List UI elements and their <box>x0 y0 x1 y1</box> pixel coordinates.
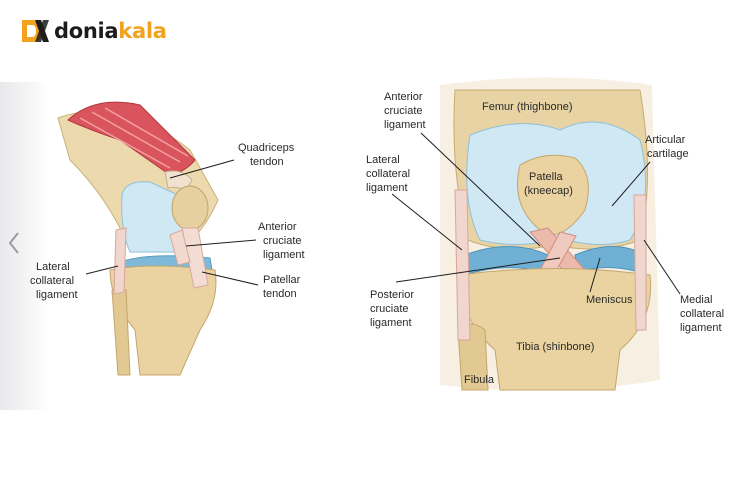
leader-articular-cartilage <box>611 161 651 207</box>
label-fibula: Fibula <box>464 374 495 386</box>
leader-medial-collateral-ligament <box>643 239 681 295</box>
leader-patellar-tendon <box>201 271 259 286</box>
leader-quadriceps-tendon <box>169 159 235 179</box>
front-view-illustration <box>440 77 660 391</box>
label-lateral-collateral-ligament-front: Lateral collateral ligament <box>366 154 413 194</box>
label-quadriceps-tendon: Quadriceps tendon <box>238 142 297 168</box>
label-posterior-cruciate-ligament: Posterior cruciate ligament <box>370 289 417 329</box>
side-view-illustration <box>57 101 219 376</box>
brand-monogram-icon <box>22 20 49 42</box>
label-articular-cartilage: Articular cartilage <box>645 134 689 160</box>
label-medial-collateral-ligament: Medial collateral ligament <box>680 294 727 334</box>
leader-meniscus <box>589 257 601 293</box>
leader-anterior-cruciate-ligament-front <box>420 132 541 247</box>
chevron-left-icon[interactable] <box>6 230 22 256</box>
leader-anterior-cruciate-ligament-side <box>185 239 257 247</box>
slider-edge-panel <box>0 82 48 410</box>
label-anterior-cruciate-ligament-side: Anterior cruciate ligament <box>258 221 305 261</box>
label-patellar-tendon: Patellar tendon <box>263 274 303 300</box>
leader-lateral-collateral-ligament-side <box>85 265 119 275</box>
leader-lateral-collateral-ligament-front <box>391 193 463 251</box>
label-femur: Femur (thighbone) <box>482 101 573 113</box>
brand-wordmark: doniakala <box>54 19 167 43</box>
label-patella: Patella (kneecap) <box>524 171 573 197</box>
leader-posterior-cruciate-ligament <box>395 257 561 283</box>
brand-logo[interactable]: doniakala <box>20 14 167 48</box>
label-meniscus: Meniscus <box>586 294 633 306</box>
label-anterior-cruciate-ligament-front: Anterior cruciate ligament <box>384 91 426 131</box>
label-tibia: Tibia (shinbone) <box>516 341 594 353</box>
